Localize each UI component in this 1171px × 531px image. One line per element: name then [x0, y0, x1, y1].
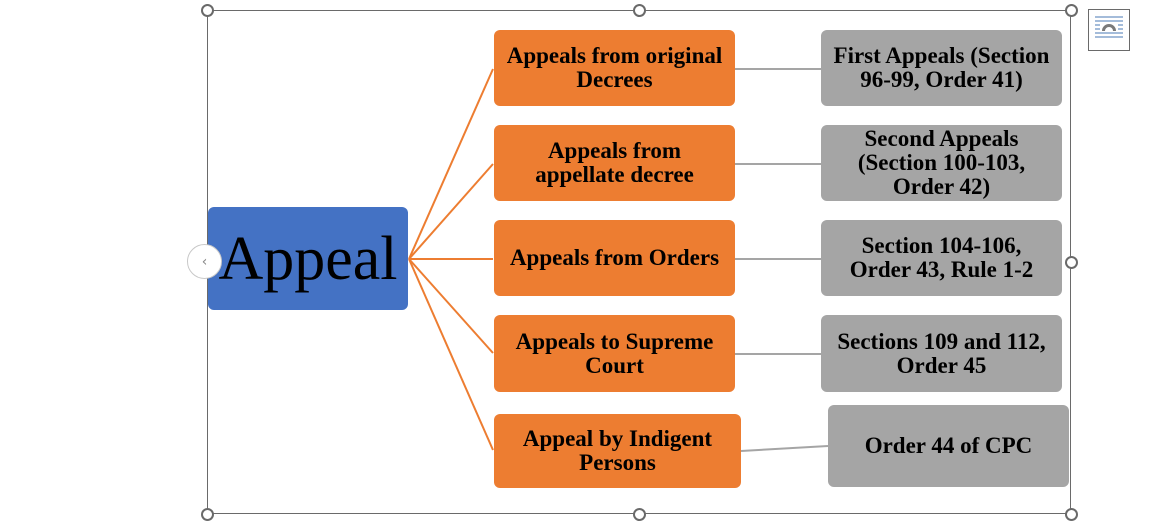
detail-label: First Appeals (Section 96-99, Order 41) — [833, 43, 1050, 92]
branch-label: Appeals from original Decrees — [506, 43, 723, 92]
resize-handle-middle-right[interactable] — [1065, 256, 1078, 269]
connector-detail-4 — [740, 445, 829, 452]
connector-root-1 — [408, 163, 494, 260]
branch-node-3[interactable]: Appeals to Supreme Court — [494, 315, 735, 392]
branch-node-0[interactable]: Appeals from original Decrees — [494, 30, 735, 106]
resize-handle-bottom-center[interactable] — [633, 508, 646, 521]
resize-handle-top-right[interactable] — [1065, 4, 1078, 17]
branch-node-4[interactable]: Appeal by Indigent Persons — [494, 414, 741, 488]
resize-handle-bottom-right[interactable] — [1065, 508, 1078, 521]
branch-label: Appeals from Orders — [509, 245, 720, 270]
connector-root-4 — [408, 258, 494, 451]
root-node[interactable]: Appeal — [208, 207, 408, 310]
branch-label: Appeals to Supreme Court — [515, 328, 714, 378]
detail-label: Second Appeals (Section 100-103, Order 4… — [857, 126, 1026, 199]
branch-label: Appeal by Indigent Persons — [522, 426, 713, 475]
text-pane-toggle-button[interactable]: ‹ — [187, 244, 222, 279]
connector-root-0 — [408, 68, 494, 260]
layout-options-icon — [1095, 16, 1123, 38]
detail-node-0[interactable]: First Appeals (Section 96-99, Order 41) — [821, 30, 1062, 106]
branch-node-1[interactable]: Appeals from appellate decree — [494, 125, 735, 201]
detail-label: Sections 109 and 112, Order 45 — [837, 328, 1046, 378]
chevron-left-icon: ‹ — [201, 253, 208, 270]
detail-node-1[interactable]: Second Appeals (Section 100-103, Order 4… — [821, 125, 1062, 201]
root-label: Appeal — [218, 224, 398, 293]
detail-node-4[interactable]: Order 44 of CPC — [828, 405, 1069, 487]
branch-node-2[interactable]: Appeals from Orders — [494, 220, 735, 296]
detail-node-2[interactable]: Section 104-106, Order 43, Rule 1-2 — [821, 220, 1062, 296]
detail-label: Order 44 of CPC — [864, 433, 1033, 458]
resize-handle-bottom-left[interactable] — [201, 508, 214, 521]
connector-root-3 — [408, 258, 494, 354]
detail-node-3[interactable]: Sections 109 and 112, Order 45 — [821, 315, 1062, 392]
resize-handle-top-center[interactable] — [633, 4, 646, 17]
resize-handle-top-left[interactable] — [201, 4, 214, 17]
detail-label: Section 104-106, Order 43, Rule 1-2 — [849, 233, 1034, 282]
layout-options-button[interactable] — [1088, 9, 1130, 51]
branch-label: Appeals from appellate decree — [535, 138, 694, 187]
